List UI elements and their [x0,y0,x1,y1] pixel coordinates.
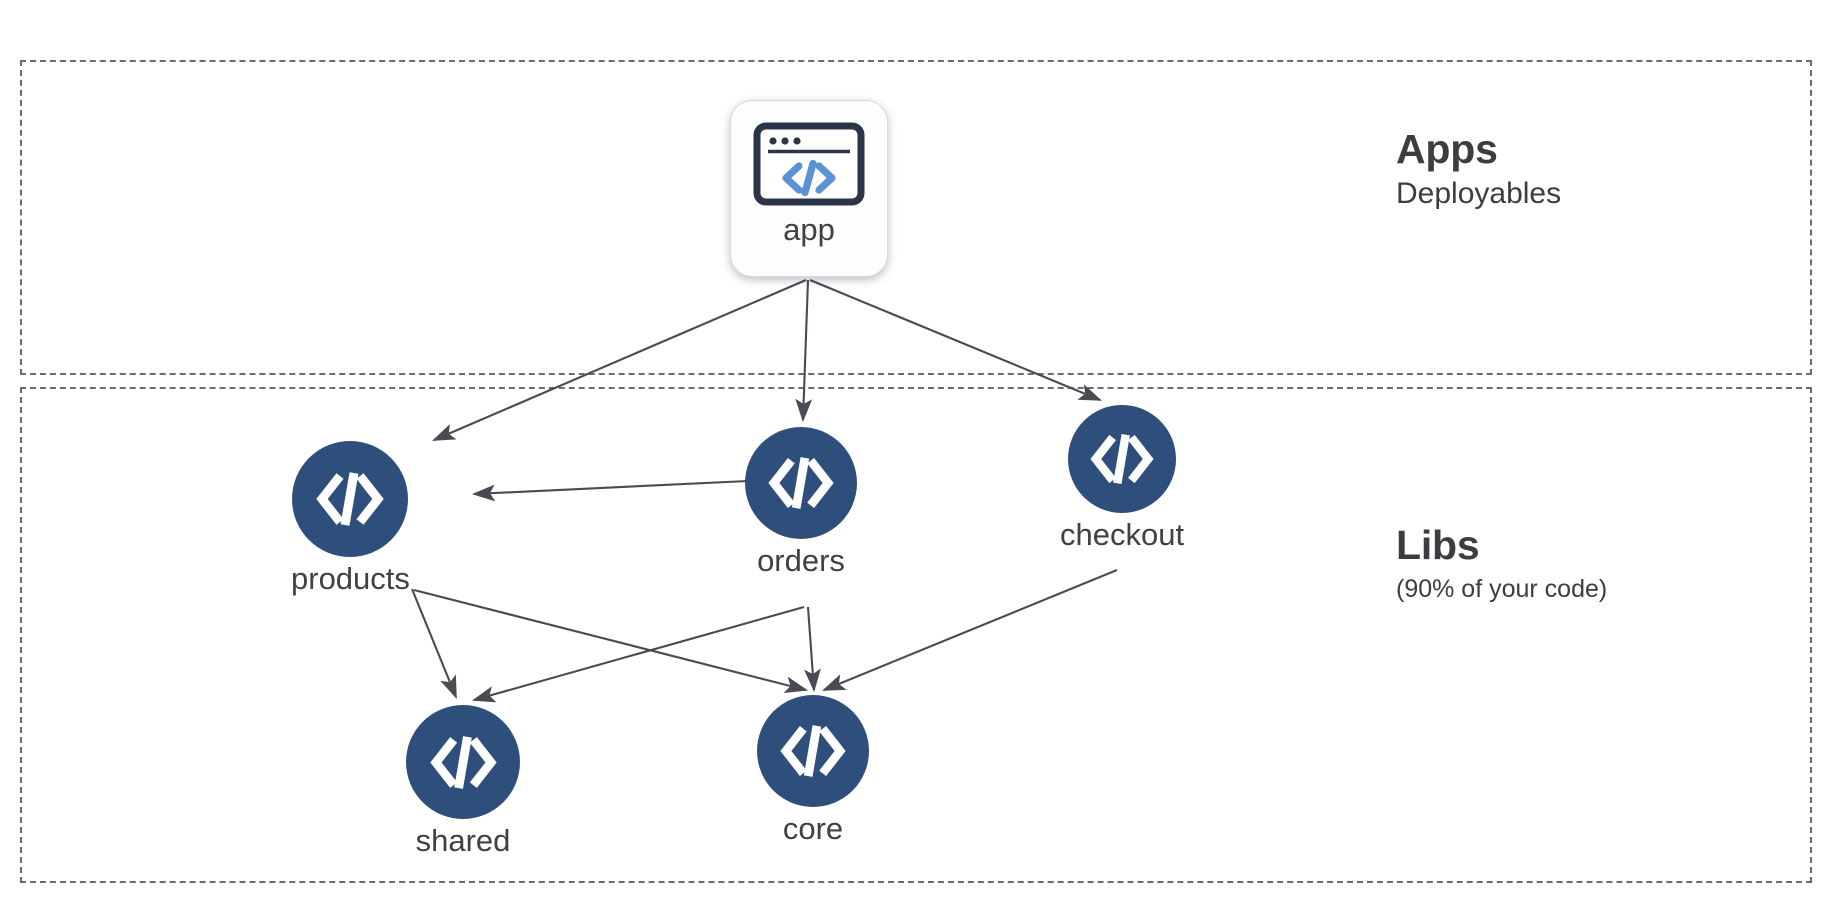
zone-libs-caption: Libs (90% of your code) [1396,522,1608,604]
products-circle [292,441,409,557]
code-brackets-icon [1088,430,1156,488]
zone-libs [20,387,1812,883]
node-checkout[interactable]: checkout [1060,405,1184,552]
code-brackets-icon [428,732,499,793]
node-shared[interactable]: shared [406,705,520,858]
node-app[interactable]: app [730,100,888,277]
node-core-label: core [782,811,844,846]
checkout-circle [1068,405,1177,513]
orders-circle [745,427,857,539]
code-brackets-icon [314,468,386,530]
code-brackets-icon [766,453,836,513]
zone-apps-title: Apps [1396,126,1498,172]
zone-libs-title: Libs [1396,522,1480,568]
node-core[interactable]: core [757,695,869,846]
code-window-icon [753,122,865,206]
node-products[interactable]: products [291,441,410,596]
zone-apps [20,60,1812,375]
core-circle [757,695,869,807]
zone-apps-subtitle: Deployables [1396,177,1562,211]
node-app-label: app [783,212,835,247]
node-checkout-label: checkout [1060,517,1185,552]
node-shared-label: shared [415,823,511,858]
code-brackets-icon [778,721,848,781]
zone-apps-caption: Apps Deployables [1396,126,1562,212]
node-products-label: products [291,561,410,596]
node-orders-label: orders [757,543,845,578]
zone-libs-subtitle: (90% of your code) [1396,575,1608,604]
shared-circle [406,705,520,819]
node-orders[interactable]: orders [745,427,857,578]
